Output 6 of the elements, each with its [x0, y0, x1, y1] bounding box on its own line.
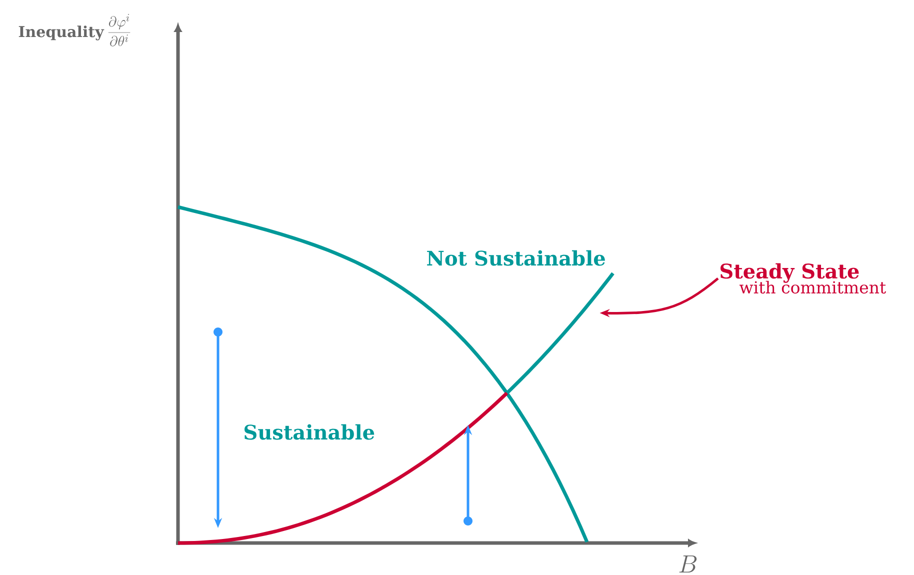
region-label: Sustainable — [244, 424, 374, 440]
axis-label: $B$ — [679, 556, 697, 572]
axis-label: $\frac{\partial \varphi^i}{\partial \theta^i}$ — [108, 14, 130, 46]
axis-label: Inequality — [18, 26, 104, 40]
annotation-text: Steady State with commitment — [720, 263, 886, 294]
curve — [506, 272, 614, 394]
